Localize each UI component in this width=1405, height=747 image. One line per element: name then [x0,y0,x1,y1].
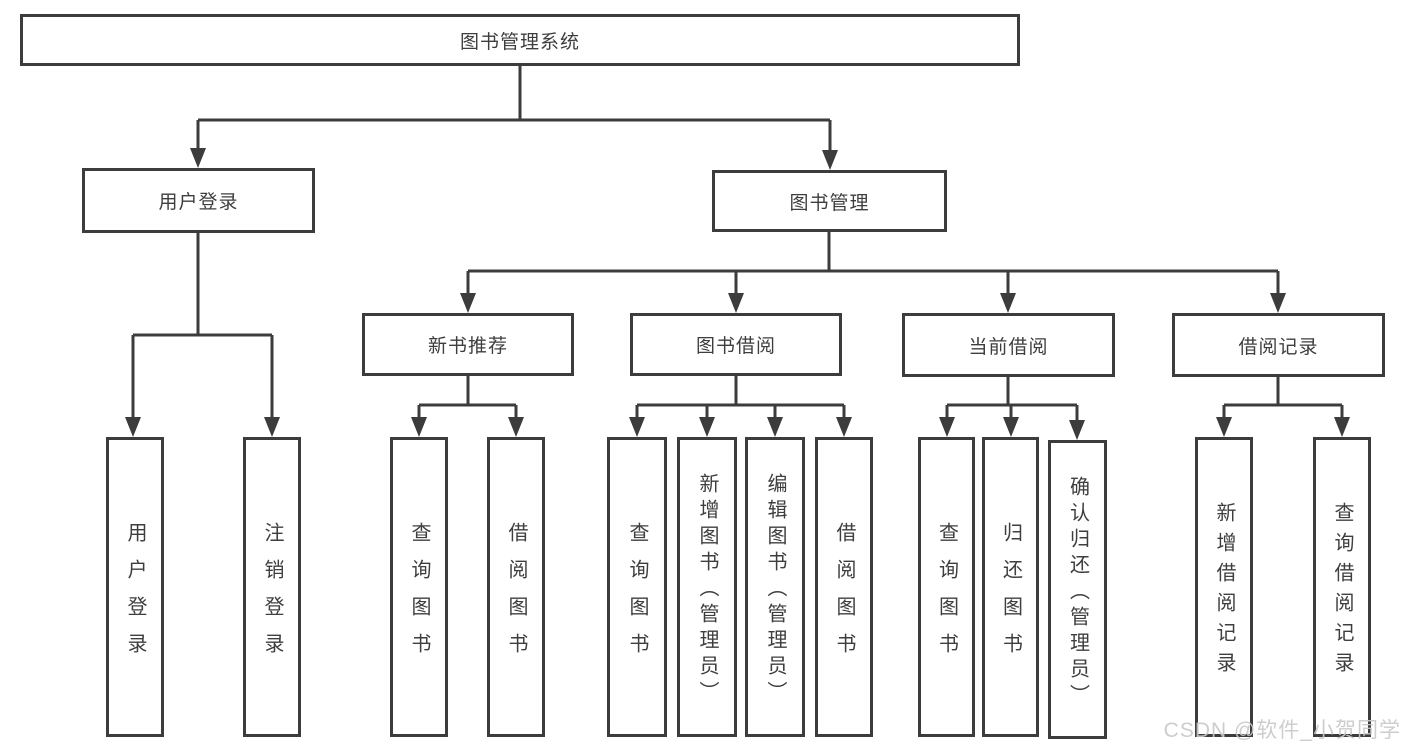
node-user-login-label: 用户登录 [158,192,239,213]
leaf-query-book-1-label: 查询图书 [408,521,430,670]
leaf-query-book-3: 查询图书 [918,437,975,737]
leaf-edit-book-admin-label: 编辑图书（管理员） [764,473,786,707]
leaf-query-borrow-record: 查询借阅记录 [1313,437,1371,737]
node-current-borrow: 当前借阅 [902,313,1115,377]
node-user-login: 用户登录 [82,168,315,233]
leaf-add-book-admin-label: 新增图书（管理员） [696,473,718,707]
leaf-query-book-1: 查询图书 [390,437,448,737]
node-root: 图书管理系统 [20,14,1020,66]
node-book-borrow: 图书借阅 [630,313,842,376]
leaf-confirm-return-admin-label: 确认归还（管理员） [1066,475,1089,710]
leaf-add-borrow-record-label: 新增借阅记录 [1213,502,1235,682]
node-book-borrow-label: 图书借阅 [695,336,776,357]
leaf-return-book: 归还图书 [982,437,1039,737]
leaf-query-borrow-record-label: 查询借阅记录 [1331,502,1353,682]
leaf-query-book-3-label: 查询图书 [935,521,958,670]
leaf-add-book-admin: 新增图书（管理员） [677,437,737,737]
node-new-book-recommend: 新书推荐 [362,313,574,376]
leaf-user-login: 用户登录 [106,437,164,737]
leaf-confirm-return-admin: 确认归还（管理员） [1048,440,1107,739]
leaf-return-book-label: 归还图书 [999,521,1022,670]
node-root-label: 图书管理系统 [459,31,580,53]
leaf-add-borrow-record: 新增借阅记录 [1195,437,1253,737]
node-new-book-recommend-label: 新书推荐 [427,336,508,357]
leaf-borrow-book-2-label: 借阅图书 [833,521,855,670]
leaf-logout-label: 注销登录 [261,521,283,670]
leaf-user-login-label: 用户登录 [124,521,146,670]
node-borrow-record-label: 借阅记录 [1238,336,1319,358]
node-current-borrow-label: 当前借阅 [968,336,1049,358]
csdn-watermark: CSDN @软件_小贺同学 [1163,719,1401,742]
node-book-management: 图书管理 [712,170,947,232]
leaf-borrow-book-1: 借阅图书 [487,437,545,737]
node-book-management-label: 图书管理 [789,192,870,214]
leaf-logout: 注销登录 [243,437,301,737]
leaf-borrow-book-2: 借阅图书 [815,437,873,737]
leaf-borrow-book-1-label: 借阅图书 [505,521,527,670]
node-borrow-record: 借阅记录 [1172,313,1385,377]
leaf-edit-book-admin: 编辑图书（管理员） [745,437,805,737]
leaf-query-book-2-label: 查询图书 [626,521,648,670]
leaf-query-book-2: 查询图书 [607,437,667,737]
